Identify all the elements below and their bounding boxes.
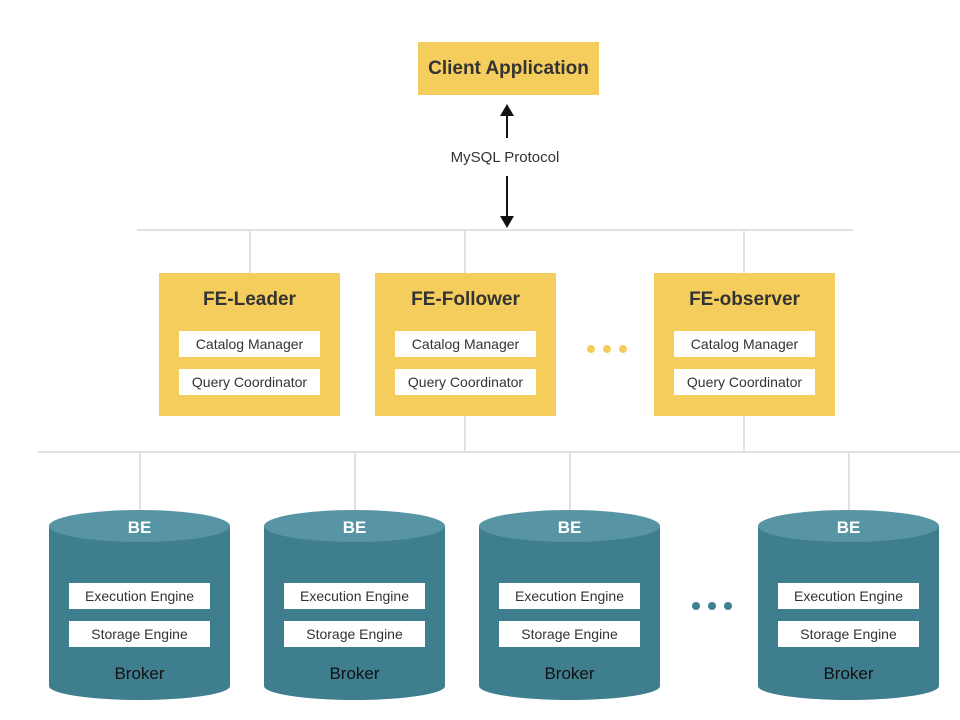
protocol-label: MySQL Protocol [450, 149, 560, 166]
be-node-title: BE [342, 518, 367, 537]
fe-follower-down-connector [464, 416, 466, 452]
storage-engine-box: Storage Engine [499, 621, 640, 647]
be-node-title: BE [557, 518, 582, 537]
catalog-manager-box: Catalog Manager [395, 331, 536, 357]
storage-engine-box: Storage Engine [778, 621, 919, 647]
fe-bus-line [137, 229, 853, 231]
fe-observer-down-connector [743, 416, 745, 452]
broker-label: Broker [544, 664, 595, 683]
ellipsis-dot [603, 345, 611, 353]
execution-engine-box: Execution Engine [69, 583, 210, 609]
query-coordinator-box: Query Coordinator [395, 369, 536, 395]
ellipsis-dot [587, 345, 595, 353]
client-application-box: Client Application [418, 42, 599, 95]
fe-node-title: FE-Follower [411, 289, 520, 310]
fe-leader-connector [249, 229, 251, 273]
ellipsis-dot [708, 602, 716, 610]
fe-node-title: FE-observer [689, 289, 800, 310]
broker-label: Broker [823, 664, 874, 683]
be-node-4: BE Execution Engine Storage Engine Broke… [758, 510, 939, 700]
up-arrow-icon [500, 104, 514, 116]
fe-observer-connector [743, 229, 745, 273]
be-ellipsis-icon [692, 602, 732, 610]
broker-label: Broker [329, 664, 380, 683]
be-cylinder-icon [479, 510, 660, 700]
execution-engine-box: Execution Engine [499, 583, 640, 609]
be-cylinder-icon [49, 510, 230, 700]
fe-node-title: FE-Leader [203, 289, 296, 310]
fe-leader-node: FE-Leader Catalog Manager Query Coordina… [159, 273, 340, 416]
be-connector-4 [848, 451, 850, 511]
execution-engine-box: Execution Engine [778, 583, 919, 609]
ellipsis-dot [692, 602, 700, 610]
be-cylinder-icon [758, 510, 939, 700]
catalog-manager-box: Catalog Manager [179, 331, 320, 357]
storage-engine-box: Storage Engine [69, 621, 210, 647]
execution-engine-box: Execution Engine [284, 583, 425, 609]
fe-ellipsis-icon [587, 345, 627, 353]
query-coordinator-box: Query Coordinator [179, 369, 320, 395]
client-application-label: Client Application [428, 57, 589, 79]
fe-follower-connector [464, 229, 466, 273]
storage-engine-box: Storage Engine [284, 621, 425, 647]
protocol-arrows [500, 104, 514, 228]
be-node-title: BE [836, 518, 861, 537]
fe-observer-node: FE-observer Catalog Manager Query Coordi… [654, 273, 835, 416]
catalog-manager-box: Catalog Manager [674, 331, 815, 357]
fe-follower-node: FE-Follower Catalog Manager Query Coordi… [375, 273, 556, 416]
ellipsis-dot [724, 602, 732, 610]
be-connector-3 [569, 451, 571, 511]
down-arrow-icon [500, 216, 514, 228]
be-cylinder-icon [264, 510, 445, 700]
be-node-1: BE Execution Engine Storage Engine Broke… [49, 510, 230, 700]
be-connector-1 [139, 451, 141, 511]
query-coordinator-box: Query Coordinator [674, 369, 815, 395]
be-node-3: BE Execution Engine Storage Engine Broke… [479, 510, 660, 700]
be-connector-2 [354, 451, 356, 511]
be-bus-line [38, 451, 960, 453]
be-node-2: BE Execution Engine Storage Engine Broke… [264, 510, 445, 700]
broker-label: Broker [114, 664, 165, 683]
be-node-title: BE [127, 518, 152, 537]
ellipsis-dot [619, 345, 627, 353]
